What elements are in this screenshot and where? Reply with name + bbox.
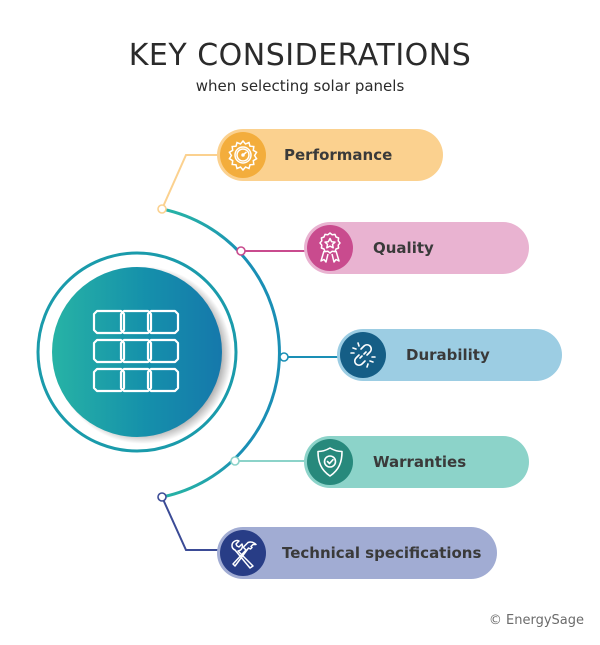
node-warranties [230,456,240,466]
page-subtitle: when selecting solar panels [195,77,405,95]
item-performance: Performance [217,129,443,181]
connector-technical [161,496,218,551]
item-label: Performance [284,146,393,164]
main-arc [161,207,281,499]
item-label: Quality [373,239,434,257]
item-warranties: Warranties [304,436,529,488]
item-label: Technical specifications [282,544,482,562]
item-durability: Durability [337,329,562,381]
broken-link-icon [340,332,386,378]
node-performance [157,204,167,214]
node-technical [157,492,167,502]
gauge-gear-icon [220,132,266,178]
shield-check-icon [307,439,353,485]
award-ribbon-icon [307,225,353,271]
center-circle [52,267,222,437]
node-quality [236,246,246,256]
item-label: Durability [406,346,490,364]
page-title: KEY CONSIDERATIONS [128,38,472,73]
tools-icon [220,530,266,576]
item-quality: Quality [304,222,529,274]
item-label: Warranties [373,453,467,471]
node-durability [279,352,289,362]
solar-panel-icon [92,309,180,393]
copyright-credit: © EnergySage [488,613,584,628]
item-technical-specifications: Technical specifications [217,527,497,579]
connector-performance [161,154,218,210]
